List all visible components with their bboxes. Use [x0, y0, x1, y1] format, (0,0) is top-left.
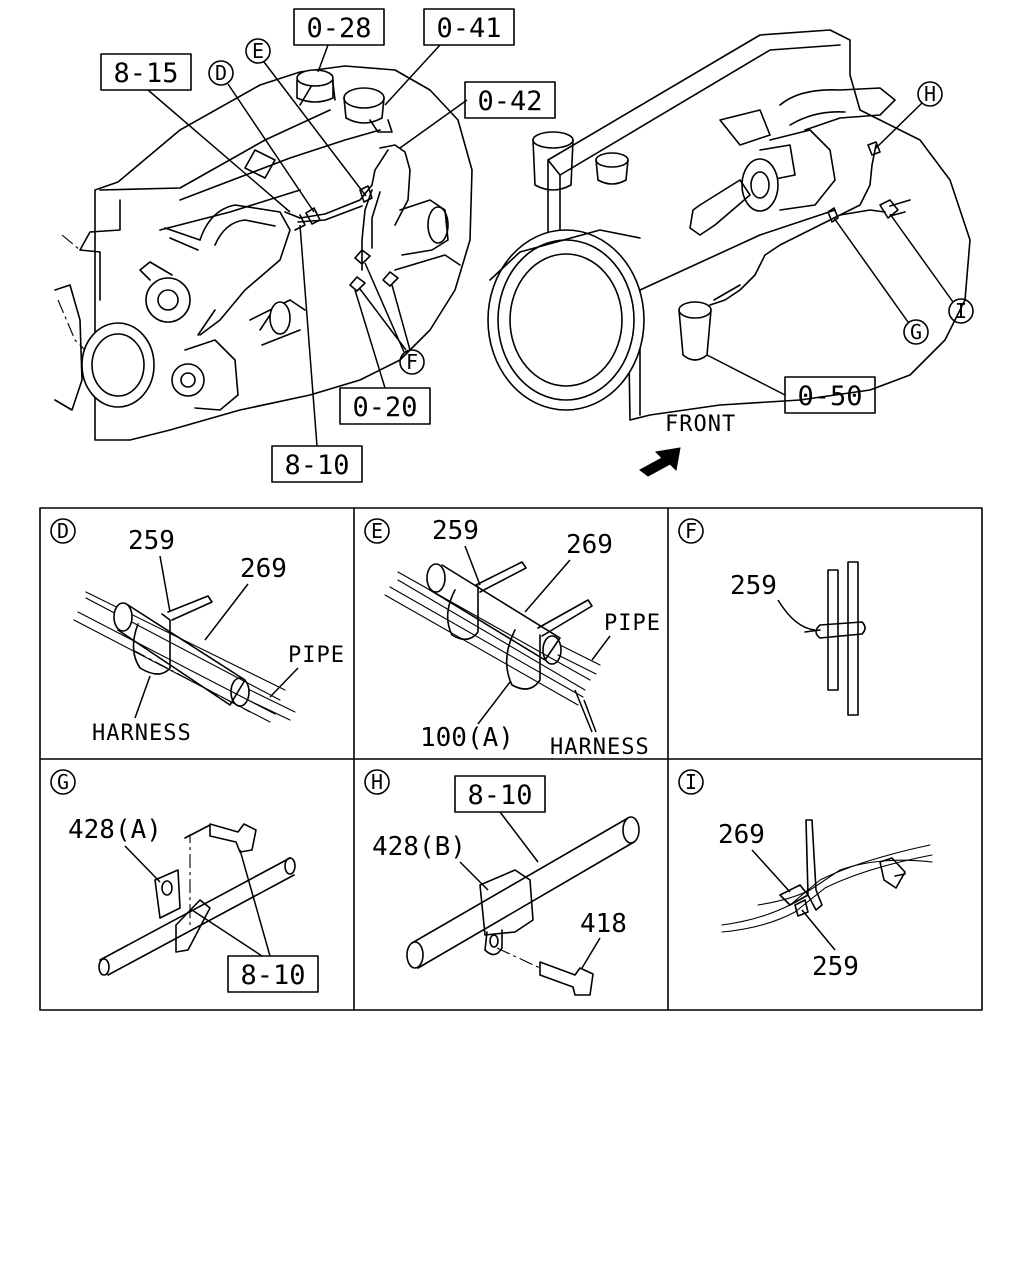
- callout-0-20: 0-20: [352, 392, 417, 423]
- detail-d-harness: HARNESS: [92, 721, 192, 746]
- detail-h-letter: H: [371, 770, 383, 794]
- view-letter-d: D: [215, 61, 227, 85]
- detail-g-letter: G: [57, 770, 69, 794]
- callout-0-41: 0-41: [436, 13, 501, 44]
- callout-8-10: 8-10: [284, 450, 349, 481]
- detail-e-letter: E: [371, 519, 383, 543]
- callout-0-42: 0-42: [477, 86, 542, 117]
- detail-f-259: 259: [730, 571, 777, 601]
- left-engine-drawing: [54, 65, 473, 441]
- detail-g-8-10: 8-10: [240, 960, 305, 991]
- callout-0-50: 0-50: [797, 381, 862, 412]
- detail-d-269: 269: [240, 554, 287, 584]
- front-label: FRONT: [665, 412, 736, 437]
- front-arrow-icon: [639, 447, 681, 477]
- detail-f: F 259: [678, 518, 866, 716]
- view-letter-e: E: [252, 39, 264, 63]
- view-letter-callouts: D E F H G I: [208, 38, 974, 375]
- detail-g-428a: 428(A): [68, 815, 162, 845]
- upper-callouts: 0-28 0-41 0-42 8-15 0-20 8-10 0-50: [100, 8, 876, 483]
- right-engine-drawing: [487, 29, 971, 421]
- detail-d-pipe: PIPE: [288, 643, 345, 668]
- callout-0-28: 0-28: [306, 13, 371, 44]
- detail-i-259: 259: [812, 952, 859, 982]
- detail-grid: [39, 507, 983, 1011]
- view-letter-g: G: [910, 320, 922, 344]
- detail-d-letter: D: [57, 519, 69, 543]
- detail-h-418: 418: [580, 909, 627, 939]
- detail-i: I 269 259: [678, 769, 933, 982]
- detail-d-259: 259: [128, 526, 175, 556]
- detail-h-8-10: 8-10: [467, 780, 532, 811]
- detail-i-letter: I: [685, 770, 697, 794]
- callout-8-15: 8-15: [113, 58, 178, 89]
- detail-g: G 428(A) 8-10: [50, 769, 319, 993]
- detail-i-269: 269: [718, 820, 765, 850]
- detail-e: E 259 269 PIPE 100(A) HARNESS: [364, 516, 661, 760]
- detail-e-259: 259: [432, 516, 479, 546]
- detail-d: D 259 269 PIPE HARNESS: [50, 518, 345, 746]
- detail-e-100a: 100(A): [420, 723, 514, 753]
- detail-f-letter: F: [685, 519, 697, 543]
- view-letter-h: H: [924, 82, 936, 106]
- detail-e-harness: HARNESS: [550, 735, 650, 760]
- view-letter-i: I: [955, 299, 967, 323]
- detail-e-pipe: PIPE: [604, 611, 661, 636]
- detail-e-269: 269: [566, 530, 613, 560]
- view-letter-f: F: [406, 350, 418, 374]
- detail-h: H 8-10 428(B) 418: [364, 769, 640, 996]
- detail-h-428b: 428(B): [372, 832, 466, 862]
